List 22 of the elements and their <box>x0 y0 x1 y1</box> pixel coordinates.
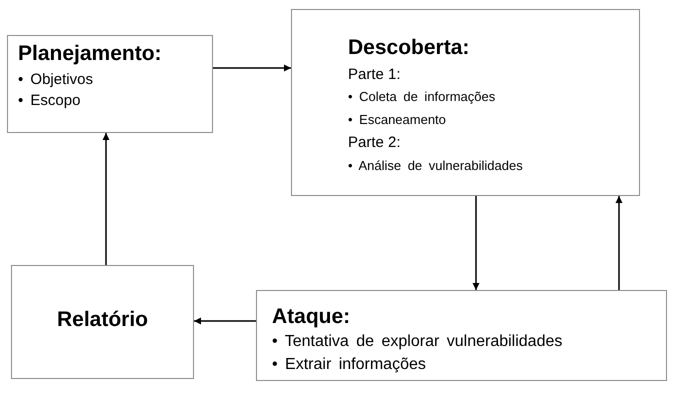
process-box <box>291 9 640 196</box>
bullet-item: • Coleta de informações <box>348 90 496 105</box>
arrow <box>194 318 256 324</box>
bullet-item: • Extrair informações <box>272 356 426 374</box>
arrow <box>102 133 110 265</box>
subheading: Parte 2: <box>348 134 401 152</box>
box-heading: Planejamento: <box>18 42 162 66</box>
bullet-item: • Escopo <box>18 92 80 110</box>
subheading: Parte 1: <box>348 66 401 84</box>
process-box <box>11 265 194 379</box>
process-box <box>256 290 667 381</box>
bullet-item: • Objetivos <box>18 71 93 88</box>
bullet-item: • Análise de vulnerabilidades <box>348 159 523 174</box>
process-box <box>7 35 213 133</box>
box-heading: Relatório <box>56 308 149 332</box>
bullet-item: • Escaneamento <box>348 113 446 128</box>
box-heading: Descoberta: <box>348 36 470 60</box>
box-heading: Ataque: <box>272 305 350 330</box>
arrow <box>213 64 291 72</box>
arrow <box>472 196 480 290</box>
arrow <box>616 196 622 290</box>
bullet-item: • Tentativa de explorar vulnerabilidades <box>272 333 562 352</box>
